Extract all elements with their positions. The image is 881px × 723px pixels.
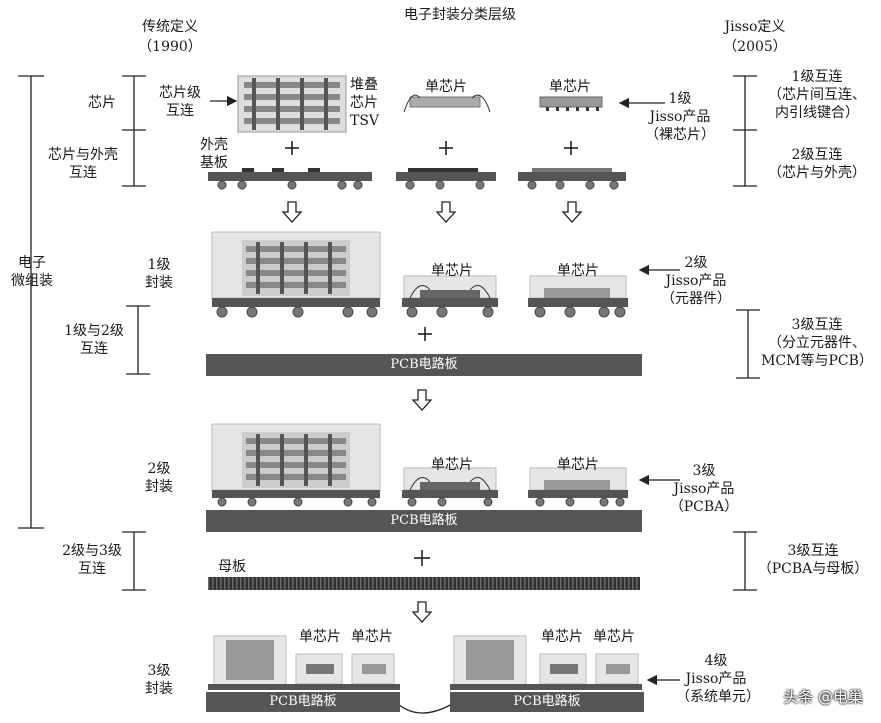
label-jisso4: 4级 Jisso产品 （系统单元）: [676, 653, 760, 705]
left-brackets: [18, 75, 150, 591]
right-brackets: [733, 75, 760, 591]
label-conn1: 1级互连 （芯片间互连、 内引线键合）: [768, 69, 866, 121]
label-single-chip-r4d: 单芯片: [593, 629, 635, 645]
label-single-chip-r1b: 单芯片: [549, 79, 591, 95]
label-motherboard: 母板: [218, 559, 246, 575]
label-chip-shell-conn: 芯片与外壳 互连: [48, 147, 118, 181]
label-conn3b: 3级互连 （PCBA与母板）: [757, 543, 869, 577]
label-level3-pkg: 3级 封装: [145, 663, 173, 697]
label-chip: 芯片: [88, 95, 116, 111]
right-header-title: Jisso定义: [724, 19, 786, 35]
label-level12-conn: 1级与2级 互连: [64, 323, 124, 357]
label-single-chip-r4a: 单芯片: [299, 629, 341, 645]
label-conn3a: 3级互连 （分立元器件、 MCM等与PCB）: [761, 317, 873, 369]
label-single-chip-r4b: 单芯片: [351, 629, 393, 645]
pcb-board-row3: PCB电路板: [206, 510, 642, 532]
level1-package-row2: [211, 231, 628, 307]
pcb-board-row4-right: PCB电路板: [450, 692, 644, 712]
left-header-title: 传统定义: [142, 19, 198, 35]
solder-balls-row3: [217, 497, 625, 507]
label-chip-level-conn: 芯片级 互连: [159, 85, 201, 119]
label-single-chip-r1a: 单芯片: [425, 79, 467, 95]
label-single-chip-r4c: 单芯片: [541, 629, 583, 645]
solder-balls-row2: [216, 306, 626, 318]
watermark: 头条 @电巢: [783, 688, 863, 706]
label-single-chip-r3b: 单芯片: [557, 457, 599, 473]
label-jisso1: 1级 Jisso产品 （裸芯片）: [645, 91, 715, 143]
label-conn2: 2级互连 （芯片与外壳）: [768, 147, 866, 181]
down-arrows: [281, 201, 583, 623]
system-units-row4: [208, 635, 642, 714]
label-shell-substrate: 外壳 基板: [200, 137, 228, 171]
label-single-chip-r2a: 单芯片: [431, 263, 473, 279]
label-electronic-micro: 电子 微组装: [11, 255, 53, 289]
label-level2-pkg: 2级 封装: [145, 461, 173, 495]
solder-balls-row1: [217, 180, 619, 190]
right-header-year: （2005）: [723, 39, 787, 55]
pointer-arrows: [210, 95, 680, 686]
label-level1-pkg: 1级 封装: [145, 257, 173, 291]
label-stack-tsv: 堆叠 芯片 TSV: [350, 77, 380, 129]
label-jisso3: 3级 Jisso产品 （PCBA）: [669, 463, 739, 515]
left-header-year: （1990）: [138, 39, 202, 55]
pcb-board-row4-left: PCB电路板: [206, 692, 400, 712]
bare-chip-row1: [539, 96, 603, 111]
diagram-title: 电子封装分类层级: [404, 7, 516, 23]
label-level23-conn: 2级与3级 互连: [62, 543, 122, 577]
pcb-board-row2: PCB电路板: [206, 354, 642, 376]
label-jisso2: 2级 Jisso产品 （元器件）: [661, 255, 731, 307]
substrates-row1: [208, 168, 626, 181]
label-single-chip-r2b: 单芯片: [557, 263, 599, 279]
plus-signs: [285, 141, 578, 566]
motherboard-bar: [208, 577, 640, 590]
single-chip-wirebond-row1: [403, 94, 491, 113]
stacked-chip-row1: [237, 75, 347, 133]
level2-package-row3: [211, 423, 628, 498]
label-single-chip-r3a: 单芯片: [431, 457, 473, 473]
